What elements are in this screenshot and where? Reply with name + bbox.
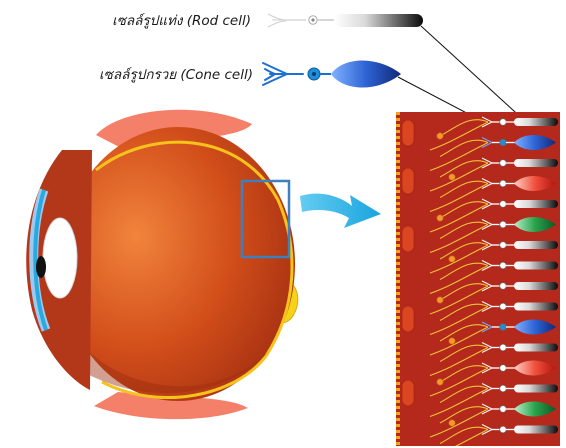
rod-leader-line <box>421 26 526 122</box>
retina-panel <box>396 112 560 448</box>
eyeball <box>26 110 298 419</box>
bipolar-cell <box>437 133 443 139</box>
cone-cell-icon <box>263 61 401 88</box>
bipolar-cell <box>449 338 455 344</box>
magnify-arrow <box>300 194 381 228</box>
bipolar-cell <box>437 297 443 303</box>
lens <box>43 218 77 298</box>
rod-cell-legend: เซลล์รูปแท่ง (Rod cell) <box>112 13 423 29</box>
bipolar-cell <box>437 379 443 385</box>
rod-cell-label: เซลล์รูปแท่ง (Rod cell) <box>112 13 251 29</box>
cone-cell-legend: เซลล์รูปกรวย (Cone cell) <box>99 61 401 88</box>
pupil <box>36 256 46 278</box>
bipolar-cell <box>449 256 455 262</box>
bipolar-cell <box>449 420 455 426</box>
bipolar-cell <box>449 174 455 180</box>
bipolar-cell <box>437 215 443 221</box>
cone-cell-label: เซลล์รูปกรวย (Cone cell) <box>99 67 253 83</box>
rod-cell-icon <box>268 14 423 27</box>
